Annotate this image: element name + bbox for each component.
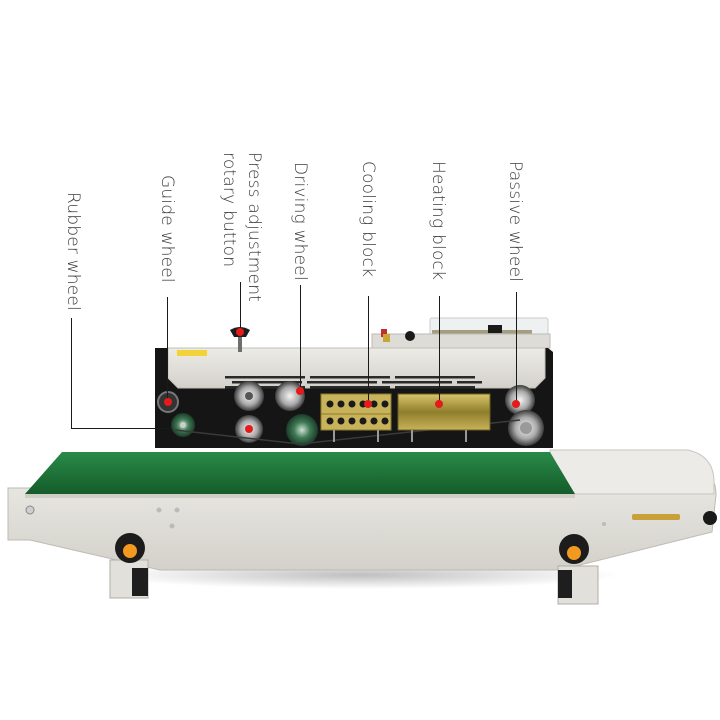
guide-wheel-leader xyxy=(167,297,168,402)
press-adjustment-leader xyxy=(240,282,241,332)
label-guide-wheel: Guide wheel xyxy=(157,175,177,283)
label-driving-wheel: Driving wheel xyxy=(290,162,310,281)
driving-wheel-marker xyxy=(296,387,304,395)
cooling-block-leader xyxy=(368,296,369,404)
label-heating-block: Heating block xyxy=(428,161,448,281)
label-press-adjustment-line1: Press adjustment xyxy=(244,152,264,303)
guide-wheel-marker xyxy=(164,398,172,406)
passive-wheel-leader xyxy=(516,292,517,404)
heating-block-leader xyxy=(439,296,440,404)
cooling-block-marker xyxy=(364,400,372,408)
rubber-wheel-leader-horizontal xyxy=(71,428,171,429)
label-press-adjustment-line2: rotary button xyxy=(219,152,239,268)
label-passive-wheel: Passive wheel xyxy=(505,161,525,283)
passive-wheel-marker xyxy=(512,400,520,408)
heating-block-marker xyxy=(435,400,443,408)
rubber-wheel-leader xyxy=(71,318,72,429)
press-adjustment-marker xyxy=(236,328,244,336)
driving-wheel-leader xyxy=(300,285,301,391)
rubber-wheel-marker xyxy=(245,425,253,433)
label-rubber-wheel: Rubber wheel xyxy=(63,192,83,311)
label-cooling-block: Cooling block xyxy=(358,161,378,278)
